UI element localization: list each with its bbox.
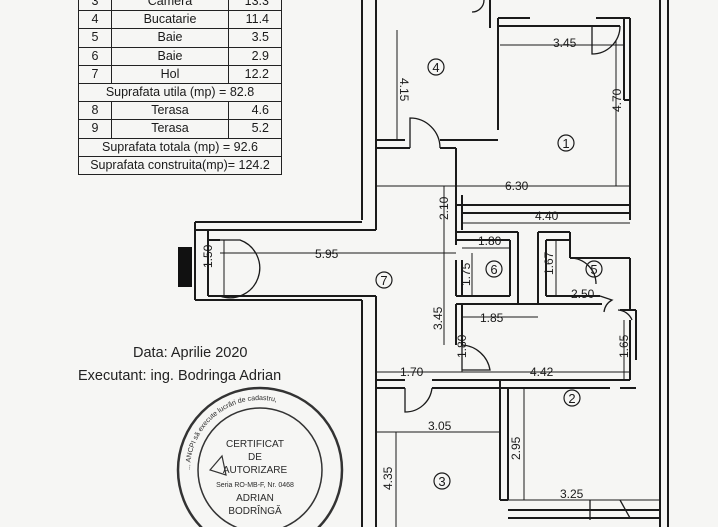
table-row: 4 Bucatarie 11.4 bbox=[78, 10, 282, 30]
dimension-label: 4.15 bbox=[397, 78, 411, 102]
room-name: Bucatarie bbox=[111, 10, 229, 30]
room-marker bbox=[557, 134, 575, 152]
dimension-label: 1.80 bbox=[478, 234, 502, 248]
room-area: 11.4 bbox=[228, 10, 282, 30]
room-number: 4 bbox=[432, 60, 439, 75]
table-row: 7 Hol 12.2 bbox=[78, 64, 282, 84]
room-area: 3.5 bbox=[228, 28, 282, 48]
total-area: Suprafata totala (mp) = 92.6 bbox=[78, 137, 282, 157]
table-row: 5 Baie 3.5 bbox=[78, 28, 282, 48]
table-row: 6 Baie 2.9 bbox=[78, 46, 282, 66]
built-area: Suprafata construita(mp)= 124.2 bbox=[78, 155, 282, 175]
door-kitchen bbox=[409, 117, 441, 149]
row-number: 7 bbox=[78, 64, 112, 84]
dimension-label: 2.50 bbox=[571, 287, 595, 301]
door-room2 bbox=[461, 344, 491, 371]
dimension-label: 4.70 bbox=[610, 88, 624, 112]
dimension-label: 3.45 bbox=[553, 36, 577, 50]
room-name: Hol bbox=[111, 64, 229, 84]
door-room1 bbox=[591, 25, 621, 55]
area-table: 3 Camera 13.3 4 Bucatarie 11.4 5 Baie 3.… bbox=[78, 0, 282, 175]
door-bath5 bbox=[569, 257, 597, 285]
door-room2b bbox=[617, 309, 633, 321]
stamp-name1: ADRIAN bbox=[236, 493, 274, 504]
room-marker bbox=[375, 271, 393, 289]
dimension-label: 1.80 bbox=[455, 334, 469, 358]
room-name: Camera bbox=[111, 0, 229, 12]
dimension-label: 1.67 bbox=[542, 251, 556, 275]
row-number: 4 bbox=[78, 10, 112, 30]
room-area: 5.2 bbox=[228, 119, 282, 139]
room-marker bbox=[433, 472, 451, 490]
room-marker bbox=[563, 389, 581, 407]
room-number: 2 bbox=[568, 391, 575, 406]
dimension-label: 1.70 bbox=[400, 365, 424, 379]
dimension-label: 3.25 bbox=[560, 487, 584, 501]
room-name: Baie bbox=[111, 46, 229, 66]
dimension-label: 5.95 bbox=[315, 247, 339, 261]
room-number: 3 bbox=[438, 474, 445, 489]
useful-area: Suprafata utila (mp) = 82.8 bbox=[78, 82, 282, 103]
table-row: 9 Terasa 5.2 bbox=[78, 119, 282, 139]
authorization-stamp: ... ANCPI să execute lucrări de cadastru… bbox=[176, 386, 344, 527]
row-number: 5 bbox=[78, 28, 112, 48]
door-entrance bbox=[219, 239, 261, 299]
date-text: Data: Aprilie 2020 bbox=[133, 345, 248, 361]
dimension-label: 4.40 bbox=[535, 209, 559, 223]
room-name: Terasa bbox=[111, 119, 229, 139]
room-number: 6 bbox=[490, 262, 497, 277]
stamp-series: Seria RO-MB-F, Nr. 0468 bbox=[216, 482, 294, 489]
dimension-label: 3.05 bbox=[428, 419, 452, 433]
dimension-label: 2.95 bbox=[509, 436, 523, 460]
row-number: 8 bbox=[78, 101, 112, 121]
door-room3 bbox=[404, 387, 433, 413]
dimension-label: 1.50 bbox=[201, 244, 215, 268]
stamp-line2: DE bbox=[248, 452, 262, 463]
dimension-label: 6.30 bbox=[505, 179, 529, 193]
room-area: 4.6 bbox=[228, 101, 282, 121]
row-number: 3 bbox=[78, 0, 112, 12]
stamp-line3: AUTORIZARE bbox=[223, 465, 288, 476]
entrance-marker bbox=[178, 247, 192, 287]
room-number: 7 bbox=[380, 273, 387, 288]
room-marker bbox=[427, 58, 445, 76]
room-name: Terasa bbox=[111, 101, 229, 121]
row-number: 6 bbox=[78, 46, 112, 66]
stamp-name2: BODRÎNGĂ bbox=[228, 504, 282, 517]
door-top bbox=[471, 0, 485, 13]
summary-row: Suprafata utila (mp) = 82.8 bbox=[78, 82, 282, 103]
room-area: 12.2 bbox=[228, 64, 282, 84]
door-balcony bbox=[589, 499, 631, 520]
stamp-line1: CERTIFICAT bbox=[226, 439, 284, 450]
room-area: 13.3 bbox=[228, 0, 282, 12]
door-bath5b bbox=[599, 295, 614, 313]
table-row: 8 Terasa 4.6 bbox=[78, 101, 282, 121]
executant-text: Executant: ing. Bodringa Adrian bbox=[78, 368, 282, 384]
dimension-label: 1.85 bbox=[480, 311, 504, 325]
summary-row: Suprafata totala (mp) = 92.6 bbox=[78, 137, 282, 157]
room-area: 2.9 bbox=[228, 46, 282, 66]
room-marker bbox=[485, 260, 503, 278]
room-marker bbox=[585, 260, 603, 278]
row-number: 9 bbox=[78, 119, 112, 139]
summary-row: Suprafata construita(mp)= 124.2 bbox=[78, 155, 282, 175]
dimension-label: 1.65 bbox=[617, 334, 631, 358]
dimension-label: 1.75 bbox=[459, 262, 473, 286]
dimension-label: 3.45 bbox=[431, 306, 445, 330]
room-number: 5 bbox=[590, 262, 597, 277]
dimension-label: 4.42 bbox=[530, 365, 554, 379]
dimension-label: 4.35 bbox=[381, 466, 395, 490]
dimension-label: 2.10 bbox=[437, 196, 451, 220]
room-number: 1 bbox=[562, 136, 569, 151]
room-name: Baie bbox=[111, 28, 229, 48]
table-row: 3 Camera 13.3 bbox=[78, 0, 282, 12]
